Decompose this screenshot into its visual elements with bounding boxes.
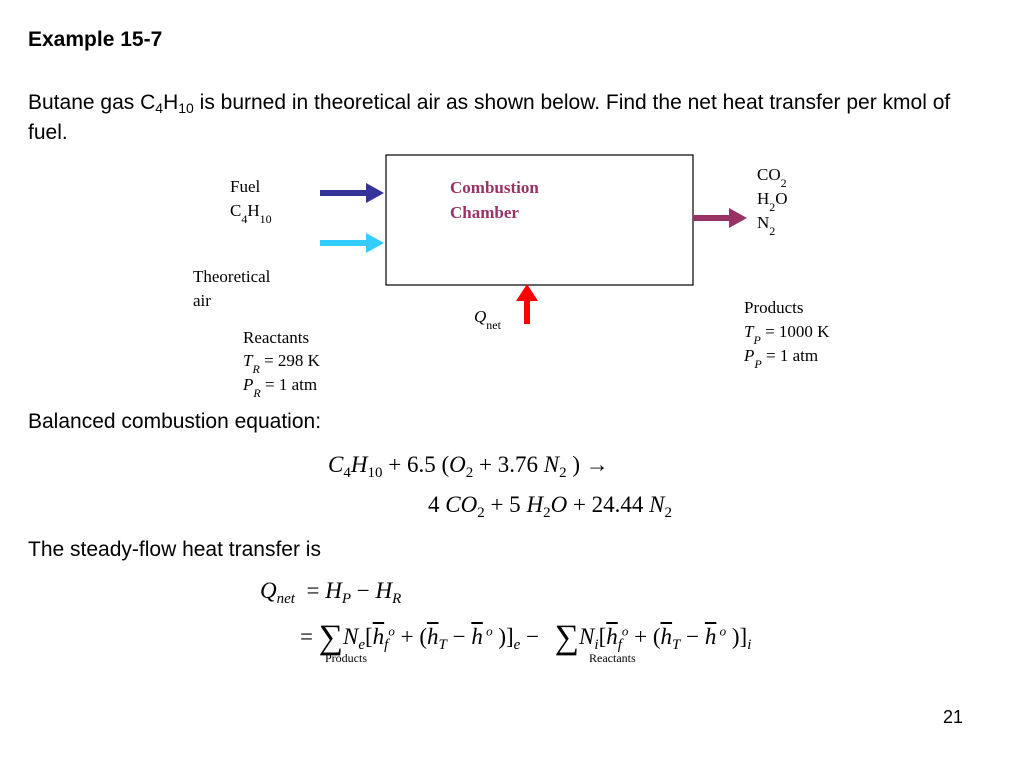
reactants-title: Reactants: [243, 328, 309, 347]
products-arrow: [693, 208, 747, 228]
reactants-temperature: TR = 298 K: [243, 351, 321, 376]
sum-label-reactants: Reactants: [589, 651, 636, 665]
product-species-co2: CO2: [757, 165, 787, 190]
problem-statement: Butane gas C4H10 is burned in theoretica…: [28, 91, 951, 144]
heat-arrow: [516, 284, 538, 324]
product-species-h2o: H2O: [757, 189, 788, 214]
combustion-diagram: Combustion Chamber Fuel C4H10 Theoretica…: [193, 154, 830, 400]
fuel-label: Fuel: [230, 177, 261, 196]
page-number: 21: [943, 707, 964, 727]
q-net-equation-line1: Qnet = HP − HR: [260, 578, 402, 607]
chamber-label-line2: Chamber: [450, 203, 519, 222]
air-label-line1: Theoretical: [193, 267, 271, 286]
chamber-box: [385, 154, 694, 286]
products-temperature: TP = 1000 K: [744, 322, 830, 347]
sum-label-products: Products: [325, 651, 367, 665]
products-pressure: PP = 1 atm: [743, 346, 818, 371]
slide-title: Example 15-7: [28, 28, 163, 51]
balanced-equation-heading: Balanced combustion equation:: [28, 410, 322, 433]
q-net-equation-line2: = ∑Ne[hfo + (hT − h o )]e − ∑Ni[hfo + (h…: [300, 619, 752, 656]
q-net-label: Qnet: [474, 307, 502, 332]
chamber-label-line1: Combustion: [450, 178, 539, 197]
products-title: Products: [744, 298, 804, 317]
product-species-n2: N2: [757, 213, 775, 238]
fuel-formula: C4H10: [230, 201, 272, 226]
air-label-line2: air: [193, 291, 211, 310]
heat-transfer-heading: The steady-flow heat transfer is: [28, 538, 321, 561]
fuel-arrow: [320, 183, 384, 203]
reactants-pressure: PR = 1 atm: [242, 375, 317, 400]
balanced-equation-line2: 4 CO2 + 5 H2O + 24.44 N2: [428, 492, 673, 521]
balanced-equation-line1: C4H10 + 6.5 (O2 + 3.76 N2 ) →: [328, 452, 609, 481]
air-arrow: [320, 233, 384, 253]
